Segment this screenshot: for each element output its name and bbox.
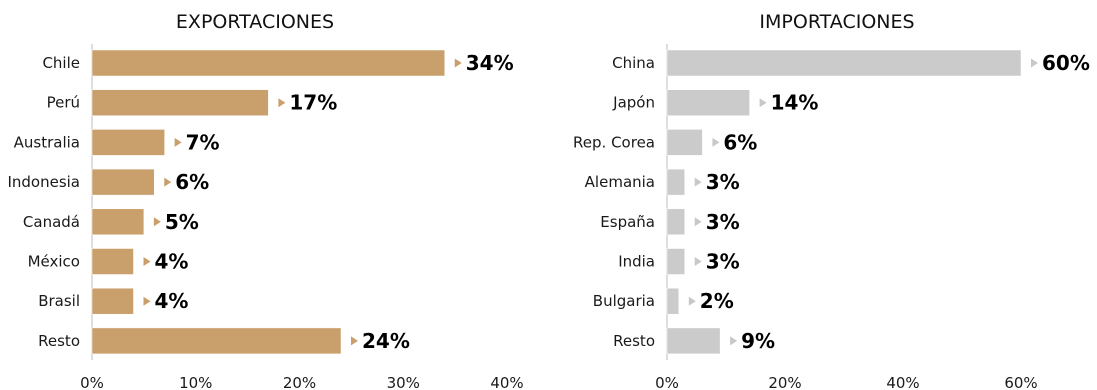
imports-bar (666, 248, 685, 275)
exports-value-label: 7% (186, 130, 220, 154)
exports-value-label: 4% (155, 289, 189, 313)
exports-value-marker-icon (351, 336, 358, 346)
exports-value-marker-icon (454, 58, 462, 68)
imports-category-label: Bulgaria (593, 292, 655, 310)
imports-bar (666, 89, 750, 116)
exports-bar (91, 327, 342, 355)
exports-value-marker-icon (278, 98, 286, 108)
imports-value-label: 3% (706, 250, 740, 274)
imports-category-label: China (612, 54, 655, 72)
exports-x-tick-label: 30% (387, 374, 420, 390)
exports-bar (91, 208, 145, 236)
exports-chart-title: EXPORTACIONES (176, 11, 334, 33)
exports-value-label: 17% (289, 91, 337, 115)
imports-x-tick-label: 0% (655, 374, 679, 390)
imports-bar (666, 287, 680, 315)
imports-bar (666, 208, 685, 236)
imports-bar (666, 49, 1022, 77)
exports-value-marker-icon (143, 296, 151, 306)
exports-x-tick-label: 10% (179, 374, 212, 390)
exports-category-label: Indonesia (7, 173, 80, 191)
exports-value-label: 4% (155, 250, 189, 274)
exports-value-marker-icon (164, 177, 172, 187)
exports-category-label: Brasil (38, 292, 80, 310)
imports-bar (666, 129, 703, 156)
imports-value-marker-icon (759, 98, 767, 108)
imports-x-tick-label: 20% (768, 374, 801, 390)
exports-value-marker-icon (143, 257, 151, 266)
exports-value-label: 5% (165, 210, 199, 234)
exports-category-label: Perú (47, 94, 80, 112)
exports-category-label: México (28, 253, 80, 271)
imports-value-label: 9% (741, 329, 775, 353)
exports-category-label: Canadá (23, 213, 80, 231)
exports-bar (91, 287, 134, 315)
imports-category-label: Rep. Corea (573, 133, 655, 151)
exports-category-label: Chile (42, 54, 80, 72)
imports-value-label: 60% (1042, 51, 1090, 75)
imports-value-label: 3% (706, 170, 740, 194)
exports-chart: EXPORTACIONES Chile 34% Perú 17% Australia 7% I… (7, 11, 523, 390)
exports-bar (91, 49, 445, 77)
exports-bar (91, 129, 165, 156)
exports-value-label: 34% (466, 51, 514, 75)
imports-x-tick-label: 60% (1004, 374, 1037, 390)
exports-value-label: 6% (175, 170, 209, 194)
exports-category-label: Australia (14, 133, 80, 151)
imports-value-label: 6% (723, 130, 757, 154)
exports-x-tick-label: 20% (283, 374, 316, 390)
imports-chart: IMPORTACIONES China 60% Japón 14% Rep. Corea 6… (573, 11, 1090, 390)
imports-category-label: Alemania (585, 173, 655, 191)
exports-value-marker-icon (153, 217, 161, 227)
imports-chart-title: IMPORTACIONES (759, 11, 914, 33)
imports-category-label: Japón (612, 94, 655, 112)
exports-x-tick-label: 0% (80, 374, 104, 390)
imports-value-marker-icon (712, 137, 720, 147)
exports-x-tick-label: 40% (490, 374, 523, 390)
exports-category-label: Resto (38, 332, 80, 350)
exports-bar (91, 168, 155, 196)
imports-value-marker-icon (688, 296, 696, 306)
exports-value-marker-icon (174, 137, 182, 147)
imports-x-tick-label: 40% (886, 374, 919, 390)
imports-value-marker-icon (694, 257, 702, 266)
imports-value-label: 2% (700, 289, 734, 313)
imports-bar (666, 327, 721, 355)
exports-bar (91, 248, 134, 275)
imports-value-marker-icon (694, 217, 702, 227)
imports-value-marker-icon (730, 336, 738, 346)
exports-bar (91, 89, 269, 116)
imports-value-marker-icon (694, 177, 702, 187)
imports-value-label: 14% (771, 91, 819, 115)
imports-category-label: India (618, 253, 655, 271)
imports-bar (666, 168, 685, 196)
exports-value-label: 24% (362, 329, 410, 353)
imports-category-label: Resto (613, 332, 655, 350)
imports-category-label: España (600, 213, 655, 231)
imports-value-marker-icon (1031, 58, 1038, 68)
imports-value-label: 3% (706, 210, 740, 234)
